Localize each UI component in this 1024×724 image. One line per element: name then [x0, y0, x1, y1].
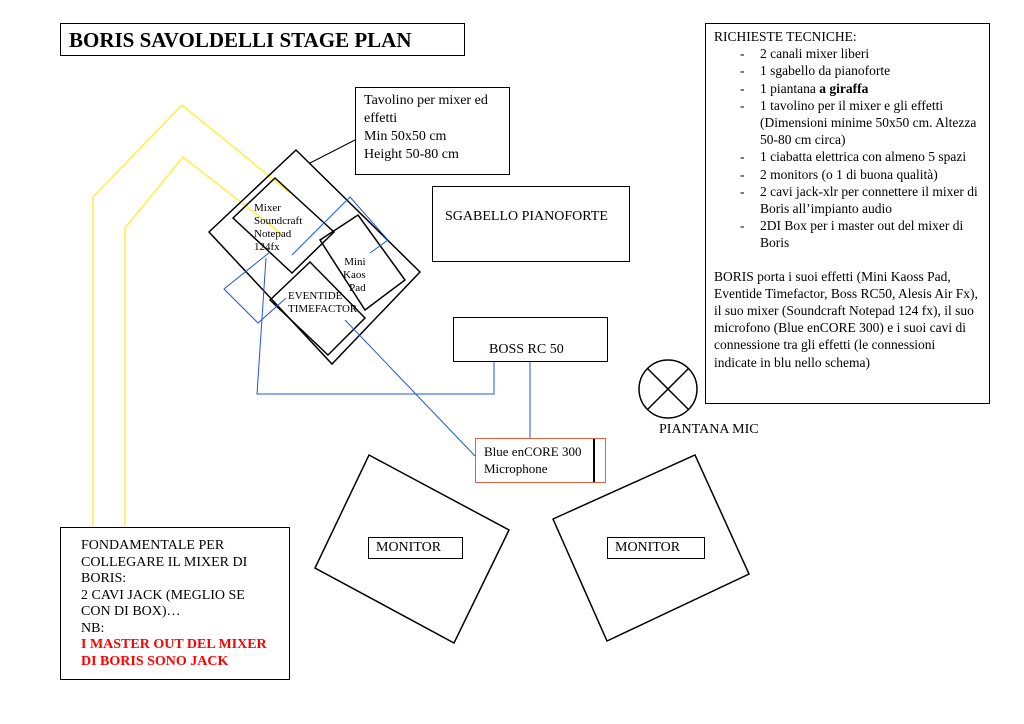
mixer-label: Mixer Soundcraft Notepad 124fx: [254, 202, 302, 254]
requirement-bold-text: a giraffa: [819, 80, 869, 96]
mixer-label-line: Notepad: [254, 228, 292, 240]
boss-rc50: BOSS RC 50: [453, 317, 608, 362]
eventide-label-line: TIMEFACTOR: [288, 303, 358, 315]
requirements-note: BORIS porta i suoi effetti (Mini Kaoss P…: [714, 268, 978, 370]
mixer-table-note-line: effetti: [364, 111, 398, 126]
fundamental-note-line: FONDAMENTALE PER: [81, 538, 225, 553]
fundamental-note-line: BORIS:: [81, 571, 127, 586]
tavolino-pointer: [309, 139, 356, 164]
requirement-text: 1 piantana: [760, 80, 816, 96]
requirement-item: 1 sgabello da pianoforte: [714, 62, 981, 79]
mic-stand-icon: [638, 359, 698, 419]
requirement-item: 2 monitors (o 1 di buona qualità): [714, 166, 981, 183]
yellow-cable-outer: [92, 103, 291, 527]
fundamental-note-line: NB:: [81, 620, 105, 636]
fundamental-note-line: CON DI BOX)…: [81, 604, 181, 619]
yellow-cable-inner: [124, 155, 284, 527]
fundamental-warning: I MASTER OUT DEL MIXER: [81, 637, 267, 652]
fundamental-note-line: COLLEGARE IL MIXER DI: [81, 554, 248, 570]
mixer-table-note-line: Tavolino per mixer ed: [364, 93, 488, 108]
blue-encore-microphone: Blue enCORE 300 Microphone: [475, 438, 606, 483]
requirement-item: 2 cavi jack-xlr per connettere il mixer …: [714, 183, 981, 217]
eventide-label-line: EVENTIDE: [288, 290, 343, 302]
fundamental-note-line: 2 CAVI JACK (MEGLIO SE: [81, 587, 245, 603]
piano-stool: SGABELLO PIANOFORTE: [432, 186, 630, 262]
requirement-item: 1 piantana a giraffa: [714, 80, 981, 97]
monitor-right-shape: [552, 454, 750, 643]
mixer-outline: [231, 176, 336, 275]
mixer-label-line: Mixer: [254, 202, 281, 214]
mini-kaos-pad-label-line: Mini: [344, 256, 366, 268]
requirement-item: 2 canali mixer liberi: [714, 45, 981, 62]
blue-cable-boss: [256, 257, 495, 395]
eventide-label: EVENTIDE TIMEFACTOR: [288, 290, 357, 316]
page-title: BORIS SAVOLDELLI STAGE PLAN: [60, 23, 465, 56]
blue-cable-mini-kaos: [291, 196, 389, 256]
requirements-list: 2 canali mixer liberi 1 sgabello da pian…: [714, 45, 981, 251]
mini-kaos-pad-label-line: Kaos: [343, 269, 366, 281]
mini-kaos-pad-outline: [318, 213, 407, 312]
mic-stand-label: PIANTANA MIC: [659, 422, 759, 437]
blue-cable-eventide-mic: [344, 319, 476, 457]
mixer-label-line: 124fx: [254, 241, 280, 253]
mixer-table-note-line: Height 50-80 cm: [364, 147, 459, 162]
requirement-item: 2DI Box per i master out del mixer di Bo…: [714, 217, 981, 251]
microphone-divider: [593, 439, 595, 482]
fundamental-note: FONDAMENTALE PER COLLEGARE IL MIXER DI B…: [60, 527, 290, 680]
eventide-outline: [268, 260, 367, 357]
mini-kaos-pad-label-line: Pad: [349, 282, 366, 294]
requirement-item: 1 ciabatta elettrica con almeno 5 spazi: [714, 148, 981, 165]
technical-requirements: RICHIESTE TECNICHE: 2 canali mixer liber…: [705, 23, 990, 404]
microphone-label-line: Blue enCORE 300: [484, 444, 582, 459]
monitor-left-label: MONITOR: [368, 537, 463, 559]
requirements-heading: RICHIESTE TECNICHE:: [714, 29, 857, 44]
fundamental-warning: DI BORIS SONO JACK: [81, 653, 229, 669]
microphone-label-line: Microphone: [484, 461, 548, 476]
mixer-table-note: Tavolino per mixer ed effetti Min 50x50 …: [355, 87, 510, 175]
monitor-right-label: MONITOR: [607, 537, 705, 559]
requirement-item: 1 tavolino per il mixer e gli effetti (D…: [714, 97, 981, 149]
monitor-left-shape: [314, 453, 510, 645]
mini-kaos-pad-label: Mini Kaos Pad: [343, 256, 366, 295]
mixer-table-note-line: Min 50x50 cm: [364, 129, 447, 144]
blue-cable-eventide: [223, 251, 287, 324]
mixer-label-line: Soundcraft: [254, 215, 303, 227]
mixer-table-outline: [207, 148, 422, 366]
